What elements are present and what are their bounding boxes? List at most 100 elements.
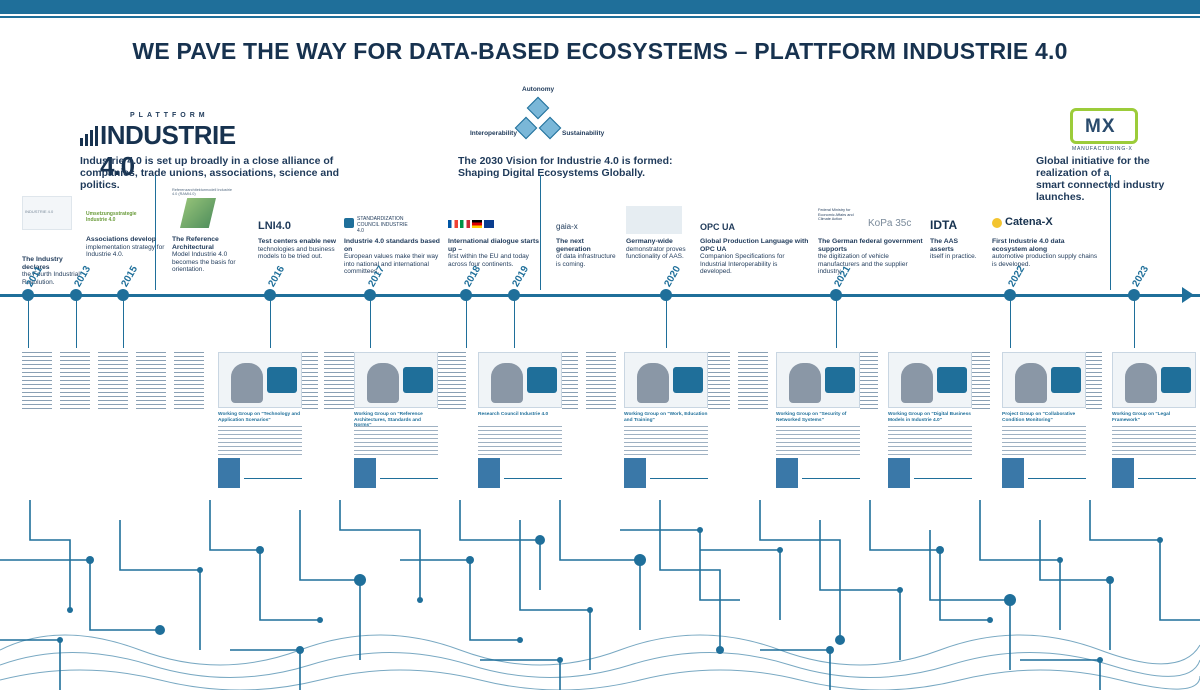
milestone-text: demonstrator proves functionality of AAS…	[626, 245, 686, 261]
milestone-title: Germany-wide	[626, 238, 673, 245]
top-bar	[0, 0, 1200, 18]
milestone-text: automotive production supply chains is d…	[992, 253, 1098, 268]
drop-line	[28, 300, 29, 348]
card-reference-architectures: Working Group on "Reference Architecture…	[354, 352, 438, 496]
vision-autonomy-label: Autonomy	[522, 86, 555, 93]
card-title: Working Group on "Legal Framework"	[1112, 412, 1171, 423]
card-title: Working Group on "Work, Education and Tr…	[624, 412, 708, 423]
flag-fr-icon	[448, 220, 458, 228]
card-photo	[888, 352, 972, 408]
timeline-axis	[0, 294, 1200, 297]
card-tag	[267, 367, 297, 393]
logo-big-text: INDUSTRIE 4.0	[100, 120, 236, 181]
detail-column	[586, 352, 616, 412]
drop-line	[1010, 300, 1011, 348]
card-photo	[354, 352, 438, 408]
card-link[interactable]	[1138, 478, 1196, 479]
detail-column	[174, 352, 204, 412]
card-link[interactable]	[914, 478, 972, 479]
drop-line	[514, 300, 515, 348]
card-photo	[1112, 352, 1196, 408]
card-link[interactable]	[244, 478, 302, 479]
drop-line	[76, 300, 77, 348]
callout-vision-line2: Shaping Digital Ecosystems Globally.	[458, 167, 646, 179]
card-body	[888, 426, 972, 456]
milestone-text: European values make their way into nati…	[344, 253, 439, 275]
year-dot	[364, 289, 376, 301]
card-thumbnail	[888, 458, 910, 488]
sci-logo-text: STANDARDIZATION COUNCIL INDUSTRIE 4.0	[357, 216, 408, 234]
card-body	[776, 426, 860, 456]
timeline-arrow-icon	[1182, 287, 1194, 303]
rami-logo: Referenzarchitekturmodell Industrie 4.0 …	[172, 188, 232, 232]
circuit-decoration	[0, 500, 1200, 690]
year-dot	[460, 289, 472, 301]
catenax-logo: Catena-X	[992, 216, 1056, 232]
year-dot	[660, 289, 672, 301]
logo-small-text: PLATTFORM	[130, 112, 209, 119]
milestone-title: Global Production Language with OPC UA	[700, 238, 809, 253]
opcua-logo: OPC UA	[700, 222, 748, 234]
callout-alliance-line1: Industrie 4.0 is set up broadly in a clo…	[80, 155, 334, 167]
detail-column	[436, 352, 466, 412]
milestone-text: of data infrastructure is coming.	[556, 253, 616, 268]
card-link[interactable]	[380, 478, 438, 479]
card-body	[478, 426, 562, 456]
card-tag	[1051, 367, 1081, 393]
idta-logo: IDTA	[930, 218, 970, 232]
detail-column	[738, 352, 768, 412]
lni-logo: LNI4.0	[258, 220, 320, 234]
callout-global-line1: Global initiative for the realization of…	[1036, 155, 1150, 179]
card-research-council: Research Council Industrie 4.0	[478, 352, 562, 496]
year-dot	[1128, 289, 1140, 301]
opcua-logo-text: OPC UA	[700, 222, 736, 232]
card-link[interactable]	[650, 478, 708, 479]
card-body	[1112, 426, 1196, 456]
detail-column	[22, 352, 52, 412]
drop-line	[666, 300, 667, 348]
callout-alliance: Industrie 4.0 is set up broadly in a clo…	[80, 155, 380, 191]
card-link[interactable]	[802, 478, 860, 479]
mx-letters: MX	[1085, 116, 1116, 137]
card-body	[354, 426, 438, 456]
card-link[interactable]	[504, 478, 562, 479]
milestone-text: the Fourth Industrial Revolution.	[22, 271, 80, 286]
year-dot	[117, 289, 129, 301]
card-title: Working Group on "Security of Networked …	[776, 412, 847, 423]
strategy-doc-text: INDUSTRIE 4.0	[25, 209, 54, 214]
milestone-title: Associations develop	[86, 236, 156, 243]
card-link[interactable]	[1028, 478, 1086, 479]
drop-line	[123, 300, 124, 348]
card-title: Working Group on "Reference Architecture…	[354, 412, 423, 428]
milestone-2022: First Industrie 4.0 data ecosystem along…	[992, 238, 1100, 268]
portrait-icon	[491, 363, 523, 403]
vision-2030-logo: Autonomy Interoperability Sustainability	[470, 86, 604, 152]
card-photo	[478, 352, 562, 408]
portrait-icon	[637, 363, 669, 403]
card-title: Project Group on "Collaborative Conditio…	[1002, 412, 1076, 423]
detail-column	[136, 352, 166, 412]
detail-column	[60, 352, 90, 412]
portrait-icon	[1015, 363, 1047, 403]
hex-sustainability-icon	[538, 116, 562, 140]
connector-line	[540, 175, 541, 290]
card-body	[218, 426, 302, 456]
drop-line	[1134, 300, 1135, 348]
card-thumbnail	[218, 458, 240, 488]
card-title: Research Council Industrie 4.0	[478, 412, 549, 417]
page-title: WE PAVE THE WAY FOR DATA-BASED ECOSYSTEM…	[132, 38, 1068, 64]
year-dot	[70, 289, 82, 301]
connector-line	[1110, 175, 1111, 290]
card-thumbnail	[1112, 458, 1134, 488]
milestone-title: International dialogue starts up –	[448, 238, 540, 253]
drop-line	[836, 300, 837, 348]
sci-icon	[344, 218, 354, 228]
kopa-logo-text: KoPa 35c	[868, 218, 912, 229]
